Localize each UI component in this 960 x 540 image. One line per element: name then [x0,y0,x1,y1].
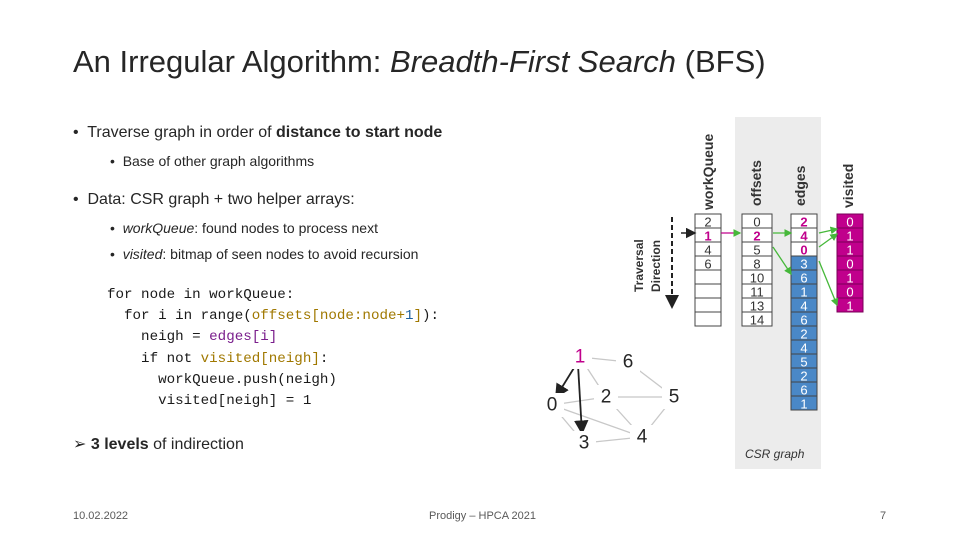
graph-node: 1 [575,347,586,368]
wq-value: 1 [704,229,711,244]
wq-cell [694,297,722,313]
off-value: 11 [750,285,764,300]
edg-value: 1 [800,285,807,300]
edg-value: 4 [800,229,808,244]
off-value: 14 [750,313,764,328]
vis-value: 1 [846,229,853,244]
vis-value: 0 [846,215,853,230]
bullet-data: • Data: CSR graph + two helper arrays: [73,191,355,208]
bullet-traverse: • Traverse graph in order of distance to… [73,124,443,141]
label-edges: edges [792,165,808,206]
wq-value: 6 [704,257,711,272]
edg-value: 1 [800,397,807,412]
edg-value: 2 [800,369,807,384]
edg-value: 6 [800,271,807,286]
wq-cell [694,283,722,299]
edges-to-visited-arrow [818,226,839,235]
wq-value: 4 [704,243,711,258]
label-direction: Direction [649,240,663,292]
off-value: 2 [753,229,760,244]
code-line-5: workQueue.push(neigh) [107,371,337,388]
edg-value: 4 [800,341,807,356]
vis-value: 1 [846,271,853,286]
graph-node: 6 [623,352,634,373]
edg-value: 3 [800,257,807,272]
code-line-6: visited[neigh] = 1 [107,393,312,410]
subbullet-visited: • visited: bitmap of seen nodes to avoid… [110,246,419,262]
vis-value: 1 [846,243,853,258]
edg-value: 6 [800,383,807,398]
edg-value: 4 [800,299,807,314]
graph-node: 0 [547,395,558,416]
label-workqueue: workQueue [700,134,716,211]
csr-arrays-diagram: workQueue offsets edges visited Traversa… [632,117,864,469]
off-value: 8 [753,257,760,272]
edg-value: 5 [800,355,807,370]
code-line-3: neigh = edges[i] [107,329,278,346]
edg-cell [790,395,818,411]
edges-to-visited-arrow [818,233,839,248]
edges-to-visited-arrow [818,260,839,307]
code-block: for node in workQueue: for i in range(of… [107,285,439,412]
graph-node: 5 [669,387,680,408]
off-value: 10 [750,271,764,286]
code-line-1: for node in workQueue: [107,287,295,303]
graph-diagram: 1 6 0 2 5 3 4 [540,345,686,455]
vis-value: 1 [846,299,853,314]
off-cell [741,311,773,327]
offsets-to-edges-arrow [772,246,792,276]
subbullet-workqueue: • workQueue: found nodes to process next [110,220,378,236]
graph-node: 4 [637,427,648,448]
graph-node: 3 [579,433,590,454]
off-value: 5 [753,243,760,258]
bullet-indirection: ➢ 3 levels of indirection [73,436,244,453]
wq-cell [694,311,722,327]
footer-center: Prodigy – HPCA 2021 [429,510,537,522]
edg-value: 2 [800,327,807,342]
wq-cell [694,269,722,285]
code-line-4: if not visited[neigh]: [107,350,329,367]
off-value: 0 [753,215,760,230]
off-value: 13 [750,299,764,314]
slide-title: An Irregular Algorithm: Breadth-First Se… [73,44,766,79]
wq-value: 2 [704,215,711,230]
footer-date: 10.02.2022 [73,510,129,522]
label-csr-graph: CSR graph [745,447,805,461]
edg-value: 2 [800,215,807,230]
code-line-2: for i in range(offsets[node:node+1]): [107,308,440,325]
graph-arrow-1-to-3 [574,364,589,435]
subbullet-base: • Base of other graph algorithms [110,153,315,169]
edg-value: 0 [800,243,807,258]
edg-value: 6 [800,313,807,328]
arrow-bullet-icon: ➢ [73,436,87,453]
label-traversal: Traversal [632,239,646,292]
graph-node: 2 [601,387,612,408]
vis-value: 0 [846,285,853,300]
vis-value: 0 [846,257,853,272]
label-visited: visited [840,164,856,208]
footer-page-number: 7 [880,510,887,522]
label-offsets: offsets [748,160,764,206]
